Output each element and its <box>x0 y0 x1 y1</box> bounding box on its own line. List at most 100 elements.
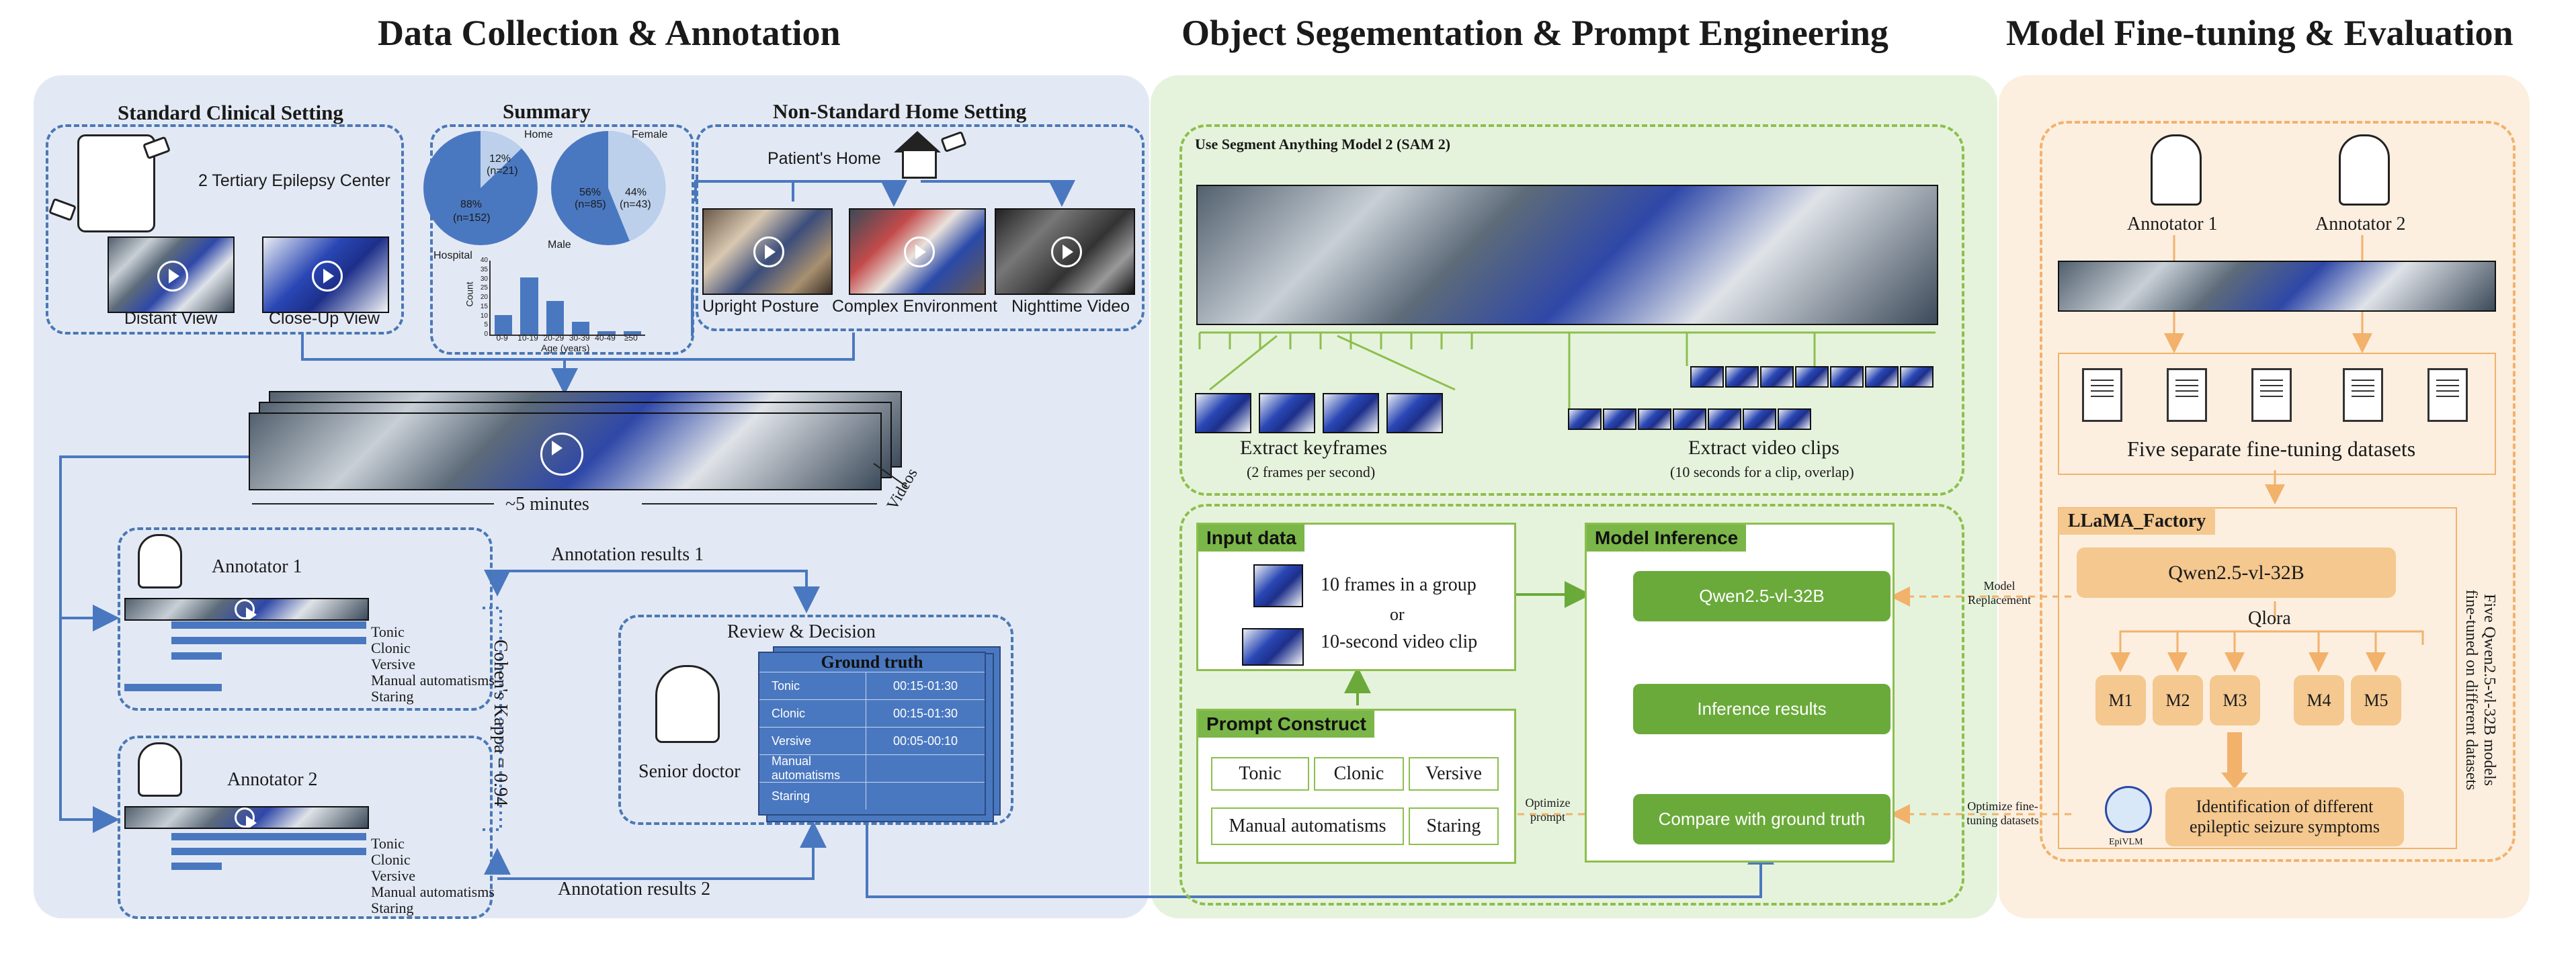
annot1-bar-staring <box>124 684 222 691</box>
model-box-m3[interactable]: M3 <box>2210 675 2260 726</box>
keyframe-thumb <box>1259 393 1315 433</box>
ft-model-node[interactable]: Qwen2.5-vl-32B <box>2077 547 2396 598</box>
input-frames-thumb <box>1253 564 1303 607</box>
night-thumb[interactable] <box>995 208 1135 295</box>
annotator2-name: Annotator 2 <box>227 769 318 790</box>
clip-thumb <box>1690 366 1724 388</box>
annot1-label-0: Tonic <box>371 623 405 640</box>
keyframe-thumb <box>1386 393 1443 433</box>
gt-row: Clonic 00:15-01:30 <box>759 699 985 727</box>
hist-ylabel: Count <box>464 281 475 307</box>
pie2-right-pct: 44% <box>625 187 647 198</box>
hist-ytick-label: 15 <box>480 302 488 310</box>
gt-row-label: Clonic <box>772 706 806 720</box>
clip-thumb <box>1638 408 1671 430</box>
hist-ytick-label: 10 <box>480 312 488 320</box>
hist-tick-label: 40-49 <box>595 333 616 343</box>
dataset-doc-2 <box>2167 368 2207 422</box>
pie1-big-pct: 88% <box>460 199 483 210</box>
dataset-doc-3 <box>2251 368 2292 422</box>
home-title: Non-Standard Home Setting <box>773 99 1027 123</box>
gt-title: Ground truth <box>821 652 923 672</box>
ft-annotator2-avatar <box>2339 134 2390 206</box>
prompt-tag-staring[interactable]: Staring <box>1409 807 1499 845</box>
inference-results-node[interactable]: Inference results <box>1633 684 1891 734</box>
sam-video-strip[interactable] <box>1196 185 1938 325</box>
identification-node: Identification of different epileptic se… <box>2165 787 2404 846</box>
prompt-tag-versive[interactable]: Versive <box>1409 757 1499 791</box>
prompt-tag-manual[interactable]: Manual automatisms <box>1211 807 1404 845</box>
closeup-view-thumb[interactable] <box>262 236 389 313</box>
annot1-bar-tonic <box>171 621 366 629</box>
gt-row-time: 00:15-01:30 <box>866 700 985 727</box>
annot2-label-0: Tonic <box>371 835 405 852</box>
hist-ytick-label: 5 <box>484 321 488 329</box>
house-icon <box>894 131 941 179</box>
inference-model-node[interactable]: Qwen2.5-vl-32B <box>1633 571 1891 621</box>
clip-thumb <box>1743 408 1776 430</box>
annot2-label-4: Staring <box>371 899 414 916</box>
hist-tick-label: ≥50 <box>624 333 638 343</box>
pie2-left-pct: 56% <box>579 187 601 198</box>
datasets-label: Five separate fine-tuning datasets <box>2127 437 2416 461</box>
keyframe-thumbs <box>1195 393 1450 433</box>
clinical-title: Standard Clinical Setting <box>118 101 343 124</box>
distant-view-label: Distant View <box>124 309 218 328</box>
compare-gt-node[interactable]: Compare with ground truth <box>1633 794 1891 844</box>
results2-label: Annotation results 2 <box>558 879 711 899</box>
annotator1-avatar <box>138 534 182 588</box>
gt-row-label: Manual automatisms <box>772 754 841 782</box>
datasets-box <box>2058 353 2496 475</box>
hist-bar <box>572 322 590 335</box>
hist-bar <box>546 300 564 335</box>
doctor-avatar <box>655 665 720 743</box>
prompt-tag-clonic[interactable]: Clonic <box>1314 757 1404 791</box>
complex-label: Complex Environment <box>832 297 997 316</box>
input-opt2: 10-second video clip <box>1321 631 1478 652</box>
hist-tick-label: 10-19 <box>517 333 538 343</box>
annotator1-name: Annotator 1 <box>212 556 302 577</box>
dataset-doc-1 <box>2082 368 2122 422</box>
upright-thumb[interactable] <box>702 208 833 295</box>
ft-annotator1-avatar <box>2151 134 2202 206</box>
model-box-m5[interactable]: M5 <box>2351 675 2401 726</box>
clip-thumb <box>1865 366 1899 388</box>
model-box-m2[interactable]: M2 <box>2153 675 2203 726</box>
annot1-label-3: Manual automatisms <box>371 672 495 689</box>
annot2-label-2: Versive <box>371 867 415 884</box>
pie1-top-n: (n=21) <box>487 165 518 177</box>
side-note: Five Qwen2.5-vl-32B models fine-tuned on… <box>2462 589 2498 791</box>
clip-thumb <box>1795 366 1829 388</box>
clip-thumb <box>1778 408 1811 430</box>
complex-thumb[interactable] <box>849 208 986 295</box>
distant-view-thumb[interactable] <box>108 236 235 313</box>
gt-row-time: 00:15-01:30 <box>866 672 985 699</box>
hist-bar <box>520 277 538 335</box>
model-replacement-label: Model Replacement <box>1968 579 2031 607</box>
hist-bar <box>623 331 641 335</box>
panel-finetuning <box>1999 75 2530 918</box>
upright-label: Upright Posture <box>702 297 819 316</box>
clip-thumb <box>1708 408 1741 430</box>
input-or: or <box>1390 605 1405 624</box>
night-label: Nighttime Video <box>1011 297 1130 316</box>
center-label: 2 Tertiary Epilepsy Center <box>198 171 390 190</box>
hist-ytick-label: 25 <box>480 284 488 292</box>
clip-thumb <box>1603 408 1636 430</box>
annotator2-video[interactable] <box>124 806 369 829</box>
prompt-tag-tonic[interactable]: Tonic <box>1211 757 1309 791</box>
video-strip[interactable] <box>249 412 882 490</box>
hist-tick-label: 20-29 <box>543 333 565 343</box>
epivlm-logo <box>2105 786 2152 833</box>
model-box-m1[interactable]: M1 <box>2095 675 2146 726</box>
optimize-prompt-label: Optimize prompt <box>1525 796 1571 824</box>
hist-tick-label: 0-9 <box>496 333 508 343</box>
annotator1-video[interactable] <box>124 598 369 621</box>
ft-video-strip <box>2058 261 2496 312</box>
clips-label: Extract video clips <box>1688 437 1839 459</box>
pie1-hospital-label: Hospital <box>433 250 472 261</box>
gt-row-label: Versive <box>772 734 812 748</box>
model-box-m4[interactable]: M4 <box>2294 675 2344 726</box>
pie2-right-n: (n=43) <box>620 199 651 210</box>
